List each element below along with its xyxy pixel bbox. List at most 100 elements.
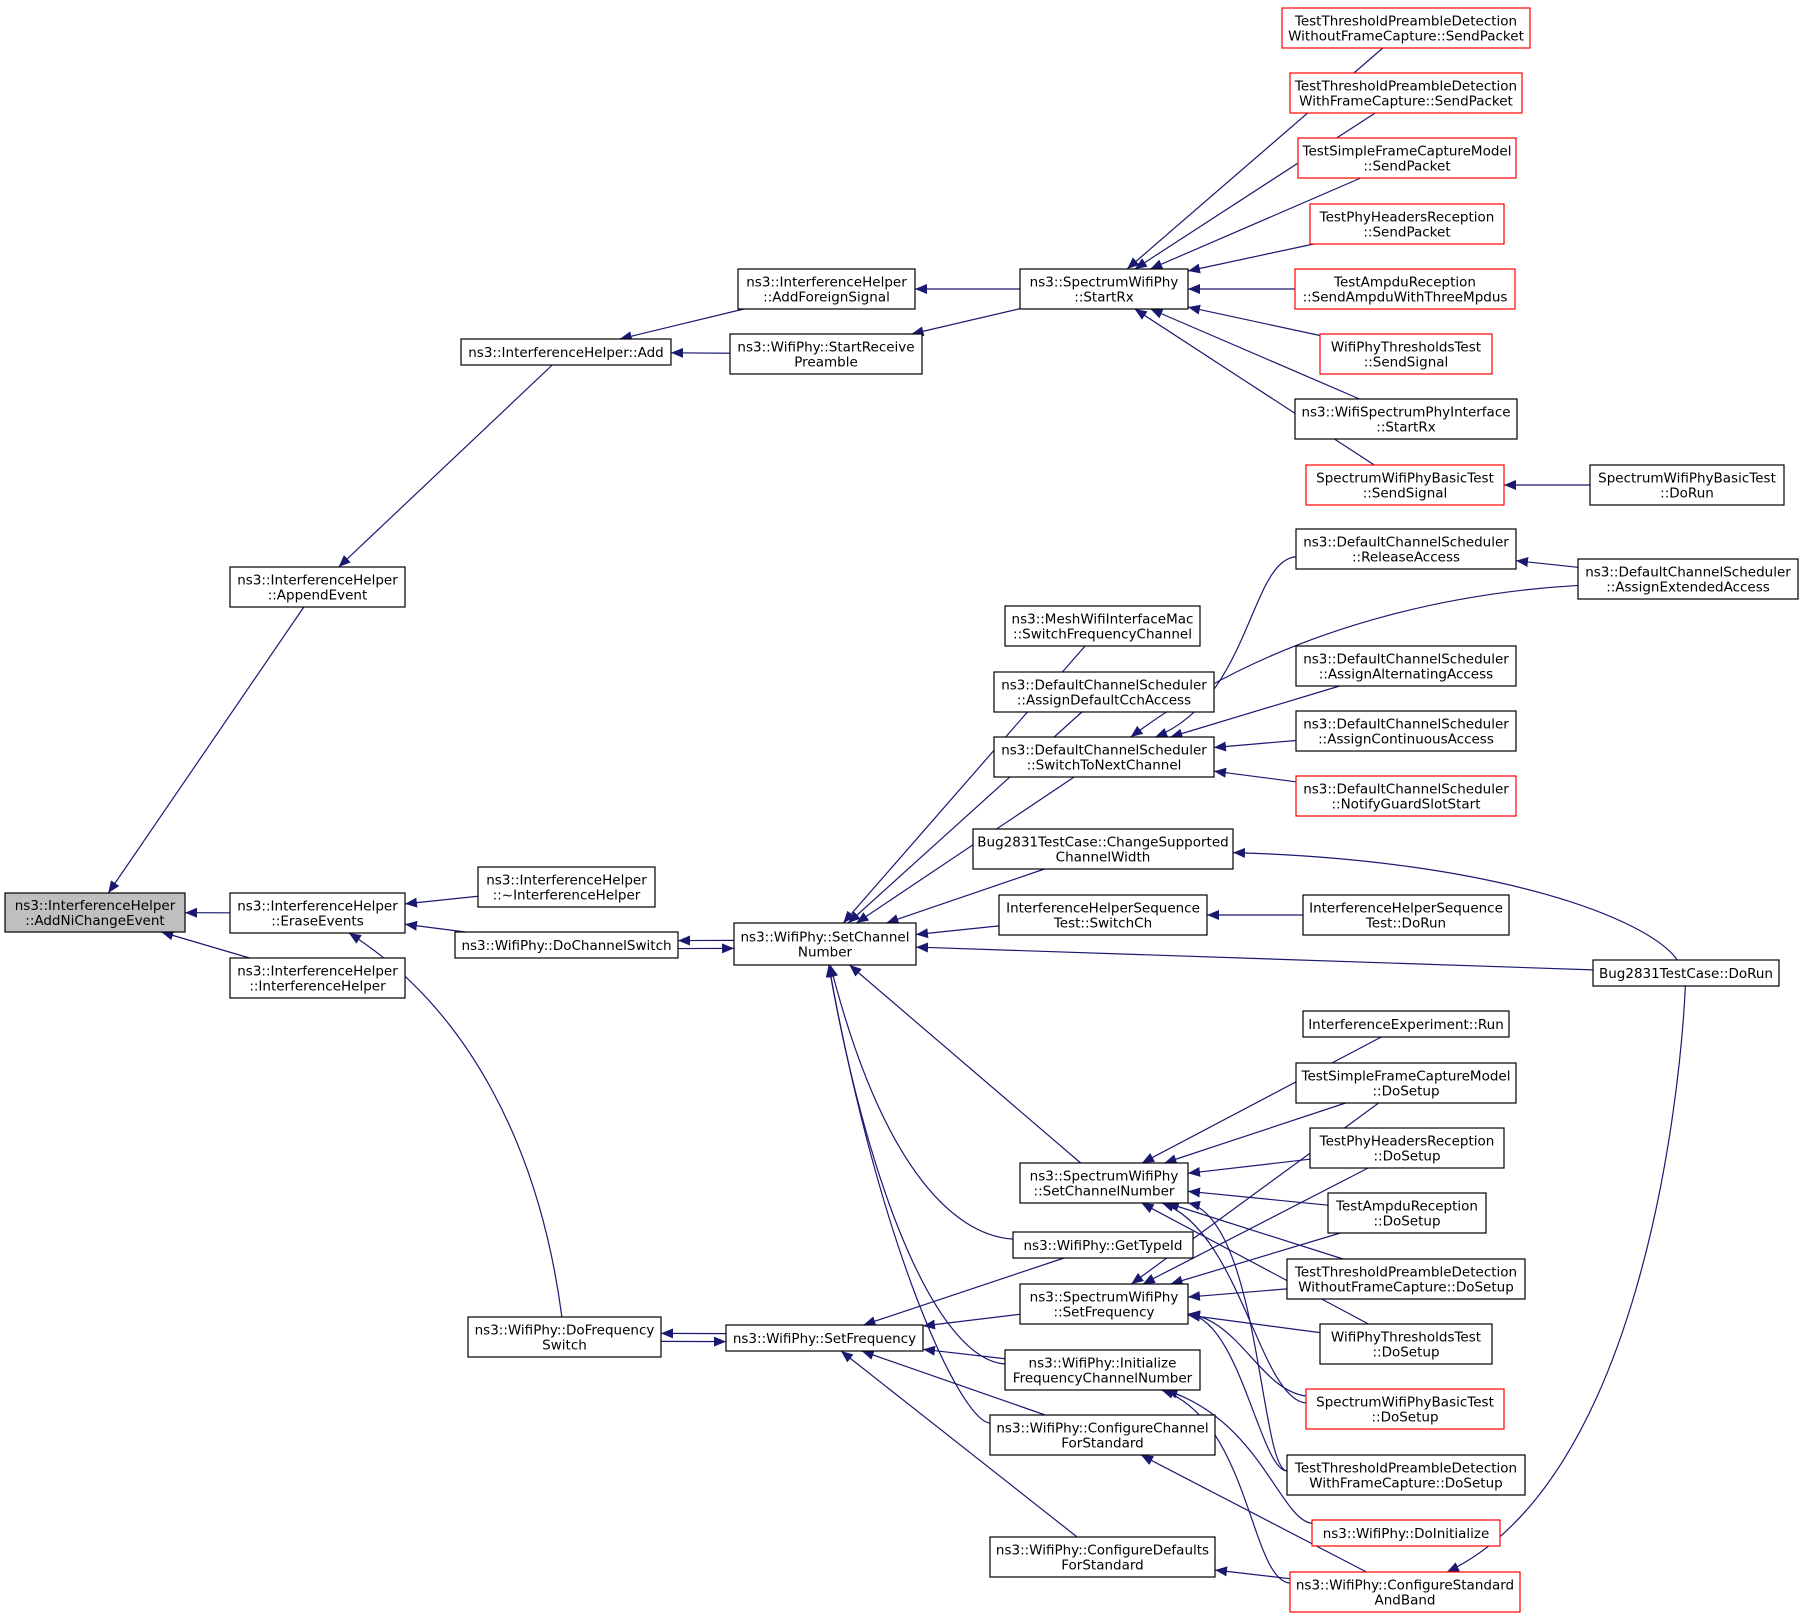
node-label-line: WifiPhyThresholdsTest [1331, 340, 1481, 356]
node-label-line: ::SetFrequency [1053, 1305, 1154, 1321]
node-cfgdef[interactable]: ns3::WifiPhy::ConfigureDefaultsForStanda… [989, 1536, 1216, 1578]
node-s4[interactable]: TestThresholdPreambleDetectionWithoutFra… [1286, 1258, 1526, 1300]
node-bugchg[interactable]: Bug2831TestCase::ChangeSupportedChannelW… [972, 828, 1234, 870]
node-dtor[interactable]: ns3::InterferenceHelper::~InterferenceHe… [477, 866, 656, 908]
node-box [1319, 1323, 1493, 1365]
node-label-line: Bug2831TestCase::DoRun [1599, 966, 1773, 982]
node-label-line: ::SendSignal [1363, 486, 1448, 502]
edge-erase-dochsw [404, 920, 466, 933]
node-add[interactable]: ns3::InterferenceHelper::Add [460, 338, 672, 366]
node-label-line: ::AddForeignSignal [763, 290, 890, 306]
edge-erase-dtor [404, 895, 479, 908]
node-box [1309, 1127, 1505, 1169]
node-box [1019, 268, 1189, 310]
edge-sp_setch-s6 [1161, 1202, 1307, 1404]
node-label-line: ns3::DefaultChannelScheduler [1303, 535, 1509, 551]
node-t1[interactable]: TestThresholdPreambleDetectionWithoutFra… [1281, 7, 1531, 49]
node-s1[interactable]: TestSimpleFrameCaptureModel::DoSetup [1295, 1062, 1517, 1104]
node-label-line: ns3::WifiPhy::SetChannel [741, 930, 910, 946]
node-sstartrx[interactable]: ns3::SpectrumWifiPhy::StartRx [1019, 268, 1189, 310]
node-s7[interactable]: TestThresholdPreambleDetectionWithFrameC… [1286, 1454, 1526, 1496]
node-label-line: ns3::DefaultChannelScheduler [1303, 652, 1509, 668]
node-addforeign[interactable]: ns3::InterferenceHelper::AddForeignSigna… [737, 268, 916, 310]
node-append[interactable]: ns3::InterferenceHelper::AppendEvent [229, 566, 406, 608]
node-t5[interactable]: TestAmpduReception::SendAmpduWithThreeMp… [1294, 268, 1516, 310]
node-label-line: ::~InterferenceHelper [493, 888, 641, 904]
node-box [1295, 528, 1517, 570]
edge-setch-dcs_next [855, 776, 1075, 924]
edge-startrecv-sstartrx [911, 308, 1021, 337]
edge-setfreq-initfreq [922, 1345, 1006, 1360]
edge-sstartrx-t7 [1150, 308, 1360, 400]
node-t8[interactable]: SpectrumWifiPhyBasicTest::SendSignal [1305, 464, 1505, 506]
node-sp_setfreq[interactable]: ns3::SpectrumWifiPhy::SetFrequency [1019, 1283, 1189, 1325]
node-box [1305, 464, 1505, 506]
node-t9[interactable]: SpectrumWifiPhyBasicTest::DoRun [1589, 464, 1785, 506]
node-ctor[interactable]: ns3::InterferenceHelper::InterferenceHel… [229, 957, 406, 999]
node-t2[interactable]: TestThresholdPreambleDetectionWithFrameC… [1289, 72, 1523, 114]
edge-root-ctor [161, 930, 250, 959]
node-box [1012, 1231, 1194, 1259]
node-s5[interactable]: WifiPhyThresholdsTest::DoSetup [1319, 1323, 1493, 1365]
node-dochsw[interactable]: ns3::WifiPhy::DoChannelSwitch [454, 931, 679, 959]
node-dcs_def[interactable]: ns3::DefaultChannelScheduler::AssignDefa… [993, 671, 1215, 713]
node-dcs_ext[interactable]: ns3::DefaultChannelScheduler::AssignExte… [1577, 558, 1799, 600]
node-setch[interactable]: ns3::WifiPhy::SetChannelNumber [733, 922, 917, 966]
node-doinit[interactable]: ns3::WifiPhy::DoInitialize [1311, 1519, 1501, 1547]
node-erase[interactable]: ns3::InterferenceHelper::EraseEvents [229, 892, 406, 934]
node-label-line: ns3::InterferenceHelper [237, 964, 398, 980]
node-label-line: Number [798, 945, 853, 961]
node-label-line: ::AssignAlternatingAccess [1319, 667, 1493, 683]
node-box [993, 736, 1215, 778]
edge-sp_setch-s7 [1187, 1200, 1288, 1472]
node-dcs_next[interactable]: ns3::DefaultChannelScheduler::SwitchToNe… [993, 736, 1215, 778]
node-t6[interactable]: WifiPhyThresholdsTest::SendSignal [1319, 333, 1493, 375]
node-root[interactable]: ns3::InterferenceHelper::AddNiChangeEven… [4, 892, 186, 933]
node-dcs_rel[interactable]: ns3::DefaultChannelScheduler::ReleaseAcc… [1295, 528, 1517, 570]
node-box [1281, 7, 1531, 49]
node-iexp[interactable]: InterferenceExperiment::Run [1302, 1010, 1510, 1038]
node-label-line: ::SendPacket [1363, 159, 1450, 175]
node-box [1289, 72, 1523, 114]
node-label-line: ns3::WifiPhy::SetFrequency [733, 1331, 916, 1347]
node-dcs_alt[interactable]: ns3::DefaultChannelScheduler::AssignAlte… [1295, 645, 1517, 687]
node-label-line: ns3::WifiPhy::StartReceive [737, 340, 914, 356]
node-bugrun[interactable]: Bug2831TestCase::DoRun [1592, 959, 1780, 987]
node-t3[interactable]: TestSimpleFrameCaptureModel::SendPacket [1297, 137, 1517, 179]
node-box [1305, 1388, 1505, 1430]
node-gettype[interactable]: ns3::WifiPhy::GetTypeId [1012, 1231, 1194, 1259]
node-cfgch[interactable]: ns3::WifiPhy::ConfigureChannelForStandar… [989, 1414, 1216, 1456]
node-t4[interactable]: TestPhyHeadersReception::SendPacket [1309, 203, 1505, 245]
node-sp_setch[interactable]: ns3::SpectrumWifiPhy::SetChannelNumber [1019, 1162, 1189, 1204]
edge-sp_setch-s1 [1164, 1102, 1346, 1164]
node-s6[interactable]: SpectrumWifiPhyBasicTest::DoSetup [1305, 1388, 1505, 1430]
node-dcs_guard[interactable]: ns3::DefaultChannelScheduler::NotifyGuar… [1295, 775, 1517, 817]
node-box [1295, 1062, 1517, 1104]
node-box [725, 1324, 924, 1352]
node-box [1294, 268, 1516, 310]
node-t7[interactable]: ns3::WifiSpectrumPhyInterface::StartRx [1294, 398, 1518, 440]
node-box [1295, 645, 1517, 687]
node-label-line: ns3::DefaultChannelScheduler [1303, 717, 1509, 733]
node-s3[interactable]: TestAmpduReception::DoSetup [1327, 1192, 1487, 1234]
node-s2[interactable]: TestPhyHeadersReception::DoSetup [1309, 1127, 1505, 1169]
node-setfreq[interactable]: ns3::WifiPhy::SetFrequency [725, 1324, 924, 1352]
node-box [1311, 1519, 1501, 1547]
edge-cfgstd-bugrun [1446, 985, 1686, 1573]
node-box [989, 1536, 1216, 1578]
node-mesh[interactable]: ns3::MeshWifiInterfaceMac::SwitchFrequen… [1004, 605, 1201, 647]
node-label-line: ::DoSetup [1373, 1214, 1440, 1230]
node-dcs_cont[interactable]: ns3::DefaultChannelScheduler::AssignCont… [1295, 710, 1517, 752]
node-initfreq[interactable]: ns3::WifiPhy::InitializeFrequencyChannel… [1004, 1349, 1201, 1391]
edge-sp_setfreq-s3 [1170, 1232, 1341, 1286]
node-label-line: ::SendAmpduWithThreeMpdus [1303, 290, 1508, 306]
edge-setch-initfreq [825, 964, 1006, 1365]
edge-initfreq-cfgstd [1161, 1389, 1291, 1584]
edge-sstartrx-t8 [1134, 308, 1375, 466]
